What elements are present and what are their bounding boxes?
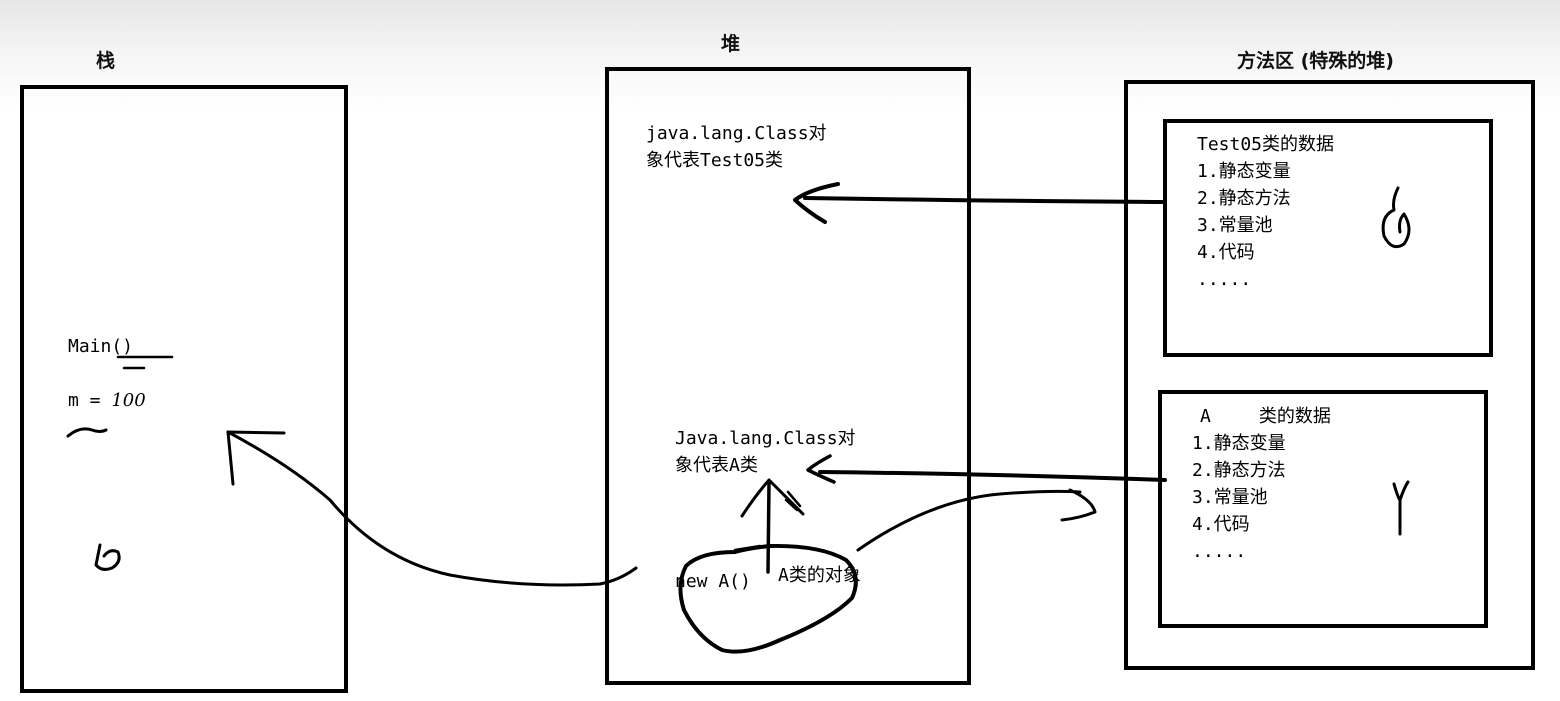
a-class-data-title: A 类的数据: [1192, 403, 1331, 430]
method-area-title: 方法区 (特殊的堆): [1237, 50, 1394, 72]
method-area-doodle-bottom: [1392, 480, 1410, 536]
arrow-instance-to-class: [766, 482, 771, 574]
header-gradient: [0, 0, 1560, 110]
stack-variable-m: m = 100: [68, 387, 146, 414]
stack-title: 栈: [96, 50, 116, 72]
arrowhead-a: [806, 454, 836, 484]
heap-class-object-a-line1: Java.lang.Class对: [675, 428, 856, 449]
stack-variable-value: 100: [111, 390, 146, 411]
stack-box: [20, 85, 348, 693]
a-class-data: A 类的数据 1.静态变量 2.静态方法 3.常量池 4.代码 .....: [1192, 403, 1331, 565]
instance-loop: [678, 543, 858, 654]
list-item: .....: [1192, 541, 1247, 562]
variable-squiggle: [66, 427, 108, 438]
a-class-data-title-rest: 类的数据: [1258, 406, 1331, 427]
list-item: 4.代码: [1197, 242, 1255, 263]
arrow-heap-to-stack: [226, 430, 638, 587]
heap-title: 堆: [721, 33, 741, 55]
heap-class-object-a-line2: 象代表A类: [675, 455, 758, 476]
list-item: 2.静态方法: [1197, 188, 1291, 209]
method-area-box: [1124, 80, 1535, 670]
instance-loop-mark: [733, 544, 762, 552]
a-class-data-list: 1.静态变量 2.静态方法 3.常量池 4.代码 .....: [1192, 430, 1331, 565]
stack-doodle: [94, 543, 121, 571]
arrowhead-stack: [226, 430, 286, 486]
heap-class-object-test05: java.lang.Class对 象代表Test05类: [646, 120, 827, 174]
heap-class-object-test05-line2: 象代表Test05类: [646, 150, 784, 171]
heap-new-a: new A(): [675, 571, 751, 592]
test05-class-data-box: [1163, 119, 1493, 357]
heap-class-object-test05-line1: java.lang.Class对: [646, 123, 827, 144]
heap-class-object-a: Java.lang.Class对 象代表A类: [675, 425, 856, 479]
list-item: .....: [1197, 269, 1252, 290]
a-class-data-box: [1158, 390, 1488, 628]
list-item: 1.静态变量: [1197, 161, 1291, 182]
stack-method-main: Main(): [68, 336, 134, 357]
stack-variable-label: m =: [68, 390, 112, 411]
arrow-test05-to-class-object: [803, 196, 1164, 204]
method-area-doodle-top: [1381, 186, 1411, 249]
arrowhead-instance: [740, 478, 805, 518]
list-item: 2.静态方法: [1192, 460, 1286, 481]
heap-box: [605, 67, 971, 685]
list-item: 4.代码: [1192, 514, 1250, 535]
a-class-data-title-a: A: [1200, 406, 1211, 427]
wiggle-right: [856, 488, 1097, 552]
list-item: 3.常量池: [1197, 215, 1273, 236]
arrowhead-test05: [793, 182, 840, 224]
test05-class-data: Test05类的数据 1.静态变量 2.静态方法 3.常量池 4.代码 ....…: [1197, 131, 1334, 293]
list-item: 1.静态变量: [1192, 433, 1286, 454]
arrow-scribble: [784, 490, 802, 512]
arrow-a-to-class-object: [818, 470, 1167, 482]
heap-a-instance: A类的对象: [778, 565, 861, 586]
test05-class-data-title: Test05类的数据: [1197, 134, 1335, 155]
list-item: 3.常量池: [1192, 487, 1268, 508]
test05-class-data-list: 1.静态变量 2.静态方法 3.常量池 4.代码 .....: [1197, 158, 1334, 293]
